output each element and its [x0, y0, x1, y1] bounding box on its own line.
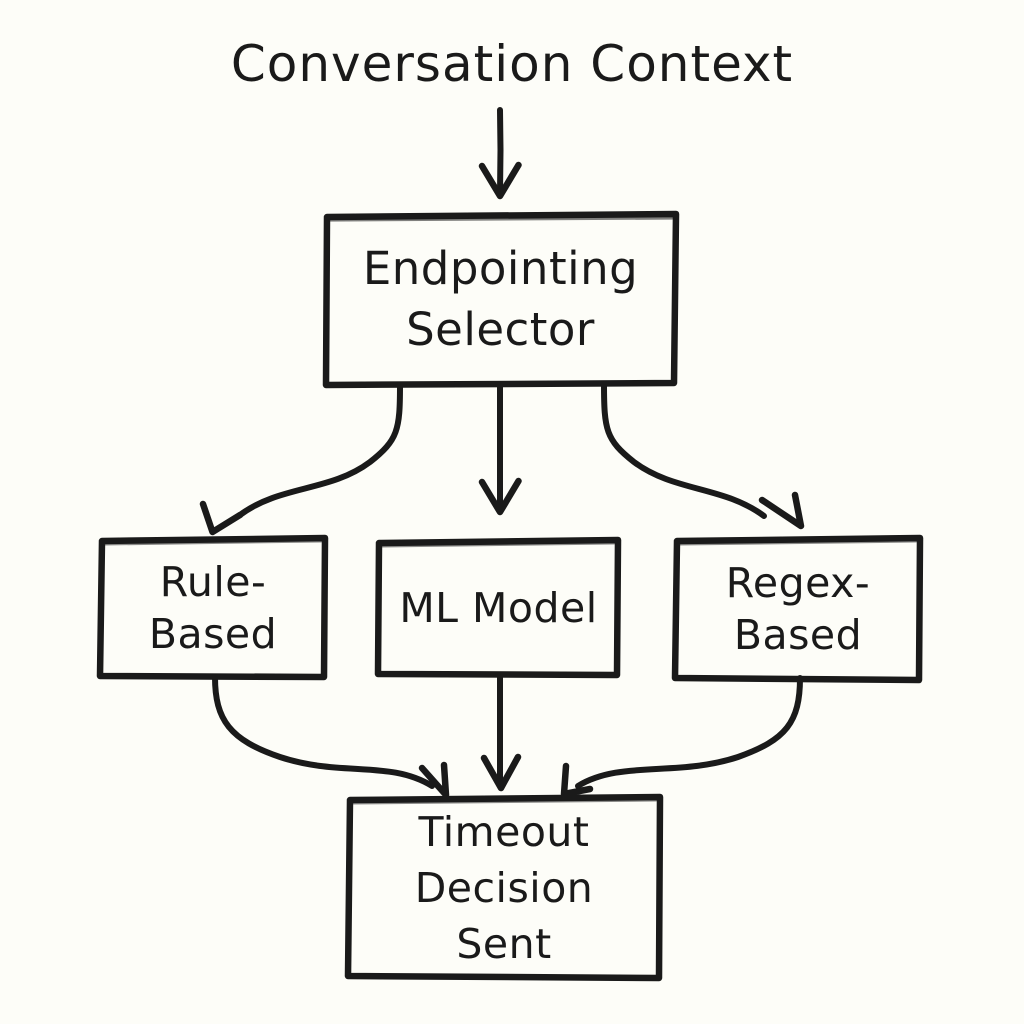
edge-selector-to-rule	[199, 382, 403, 536]
edge-selector-to-ml	[478, 382, 522, 516]
edge-title-to-selector	[478, 107, 522, 200]
node-box-regex-based[interactable]	[671, 534, 924, 684]
node-box-timeout[interactable]	[344, 793, 664, 982]
node-box-rule-based[interactable]	[96, 534, 329, 681]
node-box-selector[interactable]	[322, 210, 680, 389]
diagram-title: Conversation Context	[230, 35, 794, 93]
node-box-ml-model[interactable]	[374, 536, 622, 679]
edge-rule-to-timeout	[212, 674, 450, 799]
edge-selector-to-regex	[601, 381, 805, 530]
edge-ml-to-timeout	[480, 672, 522, 792]
edge-regex-to-timeout	[560, 675, 803, 798]
